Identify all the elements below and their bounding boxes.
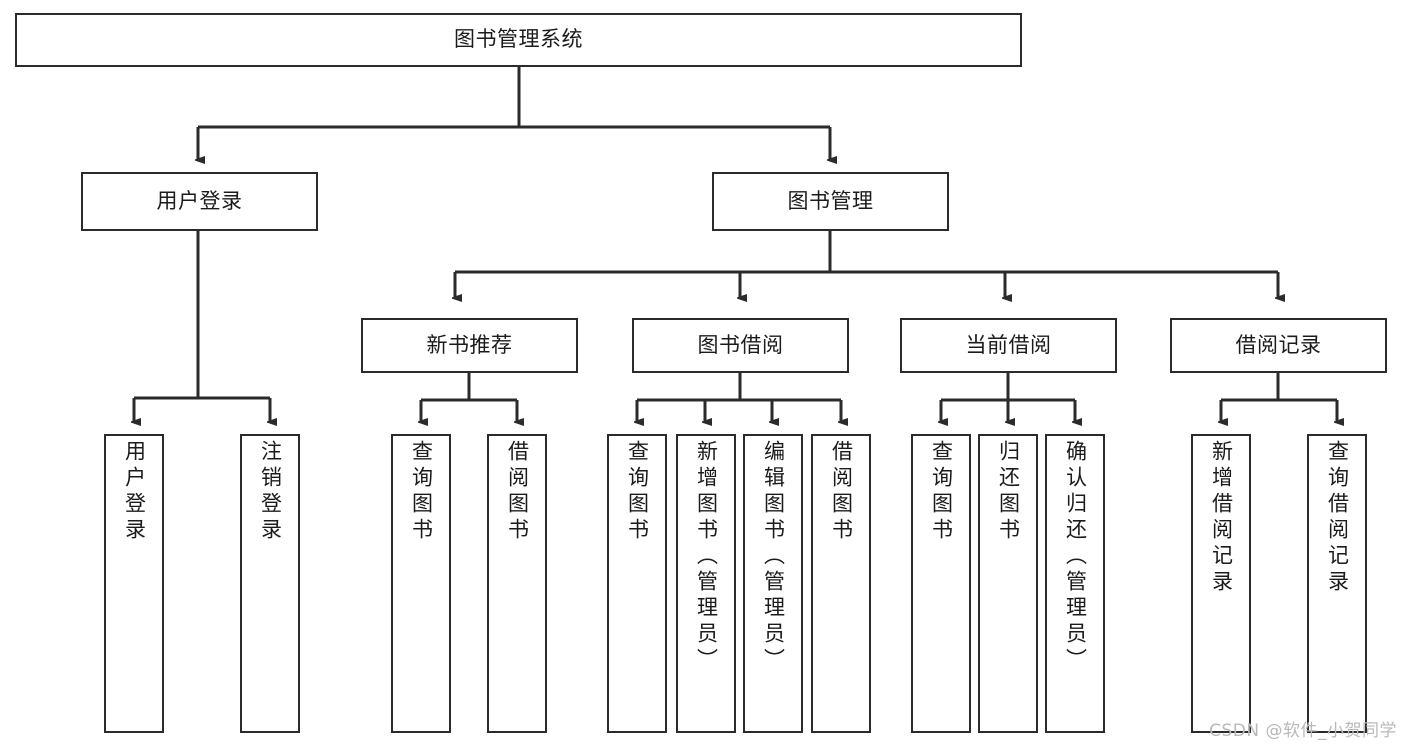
leaf-query-borrow-record[interactable]: 查询借阅记录 [1307, 434, 1367, 733]
leaf-return-book[interactable]: 归还图书 [978, 434, 1038, 733]
node-label: 当前借阅 [965, 332, 1052, 357]
node-label: 新书推荐 [426, 332, 513, 357]
node-book-management[interactable]: 图书管理 [712, 172, 949, 231]
node-label: 新增借阅记录 [1209, 440, 1234, 596]
node-label: 归还图书 [996, 440, 1021, 544]
node-label: 用户登录 [122, 440, 147, 544]
leaf-add-book-admin[interactable]: 新增图书（管理员） [676, 434, 736, 733]
leaf-confirm-return-admin[interactable]: 确认归还（管理员） [1045, 434, 1105, 733]
node-label: 图书管理 [787, 188, 874, 213]
node-new-book-recommend[interactable]: 新书推荐 [361, 318, 578, 373]
node-label: 借阅记录 [1235, 332, 1322, 357]
node-root-system[interactable]: 图书管理系统 [15, 13, 1022, 67]
node-label: 新增图书（管理员） [694, 440, 719, 674]
leaf-user-login[interactable]: 用户登录 [104, 434, 164, 733]
node-label: 确认归还（管理员） [1063, 440, 1088, 674]
node-label: 图书借阅 [697, 332, 784, 357]
leaf-query-book-current[interactable]: 查询图书 [911, 434, 971, 733]
node-label: 借阅图书 [829, 440, 854, 544]
node-label: 查询图书 [625, 440, 650, 544]
leaf-query-book-borrow[interactable]: 查询图书 [607, 434, 667, 733]
leaf-edit-book-admin[interactable]: 编辑图书（管理员） [743, 434, 803, 733]
node-borrow-records[interactable]: 借阅记录 [1170, 318, 1387, 373]
node-label: 用户登录 [156, 188, 243, 213]
node-label: 借阅图书 [505, 440, 530, 544]
leaf-logout[interactable]: 注销登录 [240, 434, 300, 733]
leaf-query-book-new[interactable]: 查询图书 [391, 434, 451, 733]
node-label: 图书管理系统 [454, 27, 583, 52]
node-label: 查询图书 [409, 440, 434, 544]
node-user-login[interactable]: 用户登录 [81, 172, 318, 231]
leaf-borrow-book[interactable]: 借阅图书 [811, 434, 871, 733]
leaf-borrow-book-new[interactable]: 借阅图书 [487, 434, 547, 733]
node-label: 编辑图书（管理员） [761, 440, 786, 674]
node-label: 查询借阅记录 [1325, 440, 1350, 596]
node-label: 查询图书 [929, 440, 954, 544]
node-book-borrow[interactable]: 图书借阅 [632, 318, 849, 373]
node-label: 注销登录 [258, 440, 283, 544]
leaf-add-borrow-record[interactable]: 新增借阅记录 [1191, 434, 1251, 733]
node-current-borrow[interactable]: 当前借阅 [900, 318, 1117, 373]
